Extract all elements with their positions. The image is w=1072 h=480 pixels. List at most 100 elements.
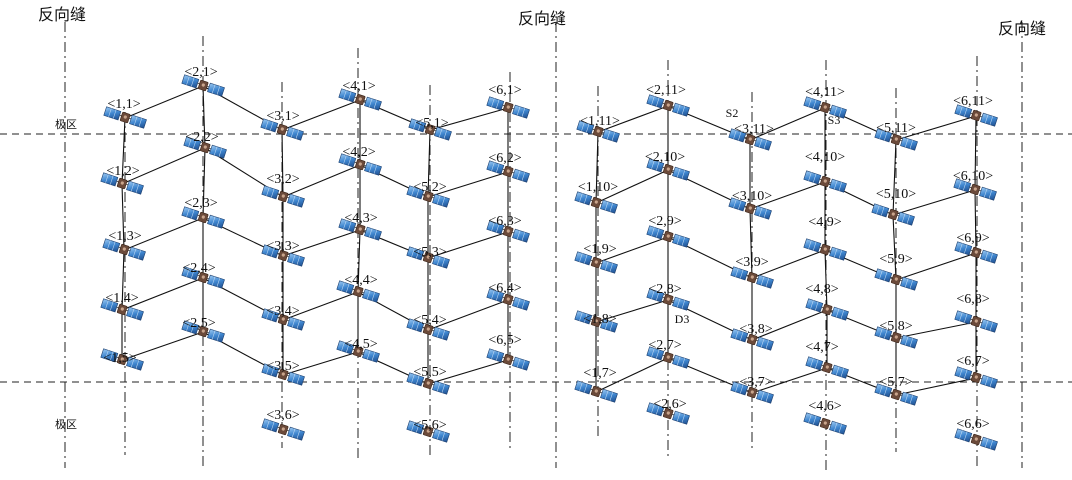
satellite-label: <6,11> bbox=[953, 94, 993, 109]
satellite-label: <2,9> bbox=[648, 214, 681, 229]
reverse-seam-label: 反向缝 bbox=[998, 19, 1046, 38]
satellite-label: <5,10> bbox=[876, 187, 916, 202]
inter-satellite-link bbox=[749, 181, 826, 210]
satellite-label: <5,11> bbox=[876, 121, 916, 136]
satellite-label: <5,2> bbox=[413, 180, 446, 195]
satellite-label: <4,11> bbox=[805, 85, 845, 100]
inter-satellite-link bbox=[357, 229, 361, 293]
satellite-label: <5,5> bbox=[413, 365, 446, 380]
inter-satellite-link bbox=[282, 229, 361, 257]
satellite-label: <3,5> bbox=[266, 359, 299, 374]
satellite-label: <5,3> bbox=[413, 245, 446, 260]
satellite-label: <3,6> bbox=[266, 408, 299, 423]
satellite-label: <4,3> bbox=[344, 211, 377, 226]
satellite-label: <1,8> bbox=[583, 312, 616, 327]
inter-satellite-link bbox=[595, 299, 669, 323]
satellite-label: <2,5> bbox=[182, 316, 215, 331]
inter-satellite-link bbox=[427, 129, 431, 198]
satellite-label: <4,8> bbox=[805, 282, 838, 297]
satellite-label: <6,10> bbox=[953, 169, 993, 184]
satellite-label: <2,4> bbox=[182, 261, 215, 276]
satellite-label: <4,1> bbox=[342, 79, 375, 94]
inter-satellite-link bbox=[974, 115, 977, 191]
inter-satellite-link bbox=[282, 351, 359, 376]
satellite-label: <5,1> bbox=[415, 116, 448, 131]
satellite-label: <6,3> bbox=[488, 214, 521, 229]
satellite-label: <3,4> bbox=[266, 304, 299, 319]
inter-satellite-link bbox=[124, 85, 204, 119]
inter-satellite-link bbox=[202, 85, 206, 149]
inter-satellite-link bbox=[895, 377, 977, 396]
inter-satellite-link bbox=[121, 249, 125, 311]
satellite-label: <4,7> bbox=[805, 340, 838, 355]
inter-satellite-link bbox=[751, 367, 828, 394]
inter-satellite-link bbox=[123, 217, 204, 251]
satellite-label: <1,10> bbox=[578, 180, 618, 195]
satellite-label: <3,10> bbox=[732, 189, 772, 204]
satellite-label: <5,4> bbox=[413, 313, 446, 328]
satellite-label: <4,5> bbox=[344, 337, 377, 352]
inter-satellite-link bbox=[895, 321, 977, 339]
satellite-label: <5,7> bbox=[879, 375, 912, 390]
satellite-label: <2,10> bbox=[645, 150, 685, 165]
inter-satellite-link bbox=[974, 189, 977, 254]
inter-satellite-link bbox=[121, 117, 126, 185]
inter-satellite-link bbox=[202, 147, 206, 219]
satellite-label: <1,4> bbox=[105, 291, 138, 306]
satellite-label: <4,9> bbox=[808, 215, 841, 230]
satellite-label: <3,1> bbox=[266, 109, 299, 124]
inter-satellite-link bbox=[281, 99, 361, 131]
inter-satellite-link bbox=[895, 115, 977, 141]
satellite-label: <2,6> bbox=[653, 397, 686, 412]
satellite-label: <2,7> bbox=[648, 338, 681, 353]
inter-satellite-link bbox=[892, 214, 897, 281]
satellite-label: <1,5> bbox=[103, 351, 136, 366]
inter-satellite-link bbox=[892, 139, 897, 216]
inter-satellite-link bbox=[282, 164, 361, 198]
inter-satellite-link bbox=[751, 249, 826, 279]
satellite-label: <1,3> bbox=[108, 229, 141, 244]
satellite-label: <6,8> bbox=[956, 292, 989, 307]
inter-satellite-link bbox=[427, 299, 509, 331]
satellite-label: <4,2> bbox=[342, 145, 375, 160]
satellite-label: <2,1> bbox=[184, 65, 217, 80]
inter-satellite-link bbox=[282, 291, 359, 321]
satellite-label: <3,9> bbox=[735, 255, 768, 270]
inter-satellite-link bbox=[749, 208, 753, 279]
inter-satellite-link bbox=[597, 105, 669, 133]
satellite-label: <4,6> bbox=[808, 399, 841, 414]
polar-region-label: 极区 bbox=[55, 117, 77, 131]
reverse-seam-label: 反向缝 bbox=[518, 9, 566, 28]
satellite-label: <1,9> bbox=[583, 242, 616, 257]
satellite-label: <2,3> bbox=[184, 196, 217, 211]
satellite-label: <4,4> bbox=[344, 273, 377, 288]
satellite-label: <6,6> bbox=[956, 417, 989, 432]
satellite-label: <1,11> bbox=[580, 114, 620, 129]
inter-satellite-link bbox=[595, 357, 669, 393]
satellite-label: <6,1> bbox=[488, 83, 521, 98]
satellite-label: <1,7> bbox=[583, 366, 616, 381]
inter-satellite-link bbox=[595, 236, 669, 264]
reverse-seam-label: 反向缝 bbox=[38, 5, 86, 24]
satellite-label: <5,6> bbox=[413, 418, 446, 433]
inter-satellite-link bbox=[429, 107, 509, 131]
inter-satellite-link bbox=[121, 183, 125, 251]
satellite-label: <1,2> bbox=[106, 164, 139, 179]
satellite-label: <5,9> bbox=[879, 252, 912, 267]
inter-satellite-link bbox=[121, 331, 204, 361]
satellite-label: <5,8> bbox=[879, 319, 912, 334]
satellite-label: <2,2> bbox=[185, 130, 218, 145]
inter-satellite-link bbox=[595, 169, 669, 204]
satellite-label: <3,11> bbox=[734, 122, 774, 137]
satellite-label: <3,2> bbox=[266, 172, 299, 187]
inter-satellite-link bbox=[281, 129, 284, 198]
satellite-label: <3,3> bbox=[266, 239, 299, 254]
inter-satellite-link bbox=[595, 131, 599, 204]
satellite-label: <6,2> bbox=[488, 151, 521, 166]
polar-region-label: 极区 bbox=[55, 417, 77, 431]
satellite-label: <2,11> bbox=[646, 83, 686, 98]
inter-satellite-link bbox=[751, 309, 828, 341]
satellite-label: <6,9> bbox=[956, 231, 989, 246]
inter-satellite-link bbox=[892, 189, 976, 216]
